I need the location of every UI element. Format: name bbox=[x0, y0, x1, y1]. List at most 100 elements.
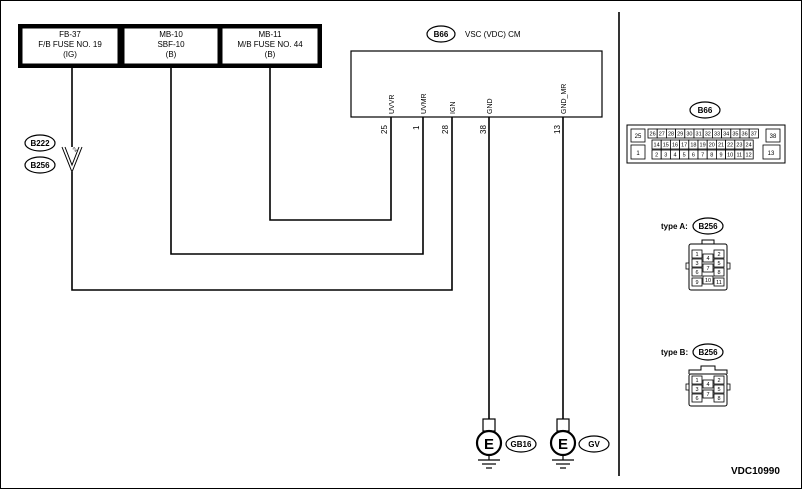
pin-number: 28 bbox=[441, 125, 450, 134]
b66-pin: 38 bbox=[770, 134, 777, 140]
module-name: VSC (VDC) CM bbox=[465, 30, 521, 39]
type-b-pin-cell bbox=[702, 389, 714, 399]
fuse-id: FB-37 bbox=[59, 30, 81, 39]
type-a-pin-cell bbox=[702, 275, 714, 285]
b66-pin-cell bbox=[748, 128, 759, 139]
pin-label: IGN bbox=[450, 102, 457, 114]
inline-connector-oval bbox=[24, 134, 56, 152]
type-a-pin-cell bbox=[702, 253, 714, 263]
module-connector-oval bbox=[426, 25, 456, 43]
ground-terminal bbox=[556, 418, 570, 432]
type-a-pin-cell bbox=[713, 258, 725, 268]
wire-mb10-pin1 bbox=[170, 68, 424, 255]
fuse-sub: (B) bbox=[265, 50, 276, 59]
fuse-name: M/B FUSE NO. 44 bbox=[237, 40, 303, 49]
fuse-block: FB-37 F/B FUSE NO. 19 (IG) MB-10 SBF-10 … bbox=[18, 24, 322, 68]
b66-pin: 21 bbox=[718, 143, 724, 149]
type-a-pin: 10 bbox=[705, 278, 711, 284]
type-a-pin: 11 bbox=[716, 280, 722, 286]
wire-mb11-pin25 bbox=[269, 68, 392, 221]
ground-gv: E GV bbox=[549, 418, 610, 469]
type-a-label: B256 bbox=[698, 222, 718, 231]
type-a-pin-cell bbox=[691, 277, 703, 287]
type-a-pin: 9 bbox=[695, 280, 698, 286]
pin-label: UVMR bbox=[421, 93, 428, 114]
type-b-pin: 3 bbox=[695, 387, 698, 393]
inline-pin-number: 2 bbox=[72, 146, 79, 153]
figure-id: VDC10990 bbox=[731, 466, 780, 477]
earth-symbol: E bbox=[558, 436, 568, 453]
type-a-pin-cell bbox=[691, 258, 703, 268]
fuse-id: MB-11 bbox=[259, 30, 283, 39]
b66-pin: 20 bbox=[709, 143, 715, 149]
type-a-pin: 6 bbox=[695, 270, 698, 276]
inline-connector: B222 B256 2 bbox=[24, 134, 83, 174]
b66-pin: 4 bbox=[673, 153, 676, 159]
type-b-label: B256 bbox=[698, 348, 718, 357]
ground-label-oval bbox=[505, 435, 537, 453]
type-a-prefix: type A: bbox=[661, 222, 688, 231]
inline-connector-label: B222 bbox=[30, 139, 50, 148]
inline-connector-label: B256 bbox=[30, 161, 50, 170]
type-b-pin: 7 bbox=[706, 392, 709, 398]
module-connector-label: B66 bbox=[434, 30, 449, 39]
fuse-name: SBF-10 bbox=[157, 40, 185, 49]
ground-gb16: E GB16 bbox=[475, 418, 537, 469]
type-a-pin: 5 bbox=[717, 261, 720, 267]
pin-number: 38 bbox=[479, 125, 488, 134]
b66-pin: 33 bbox=[714, 132, 720, 138]
b66-pin: 18 bbox=[690, 143, 696, 149]
b66-pin: 25 bbox=[635, 134, 642, 140]
type-b-label-oval bbox=[692, 343, 724, 361]
fuse-sub: (B) bbox=[166, 50, 177, 59]
b66-pin-cell bbox=[743, 149, 754, 160]
b66-pin: 31 bbox=[696, 132, 702, 138]
type-a-pin-cell bbox=[713, 277, 725, 287]
b66-pin: 36 bbox=[742, 132, 748, 138]
b66-pin: 16 bbox=[672, 143, 678, 149]
b66-pin: 6 bbox=[692, 153, 695, 159]
b66-label-oval bbox=[689, 101, 721, 119]
pin-label: GND_MR bbox=[561, 84, 568, 114]
pin-label: GND bbox=[487, 98, 494, 114]
type-a-latch bbox=[701, 239, 715, 244]
type-a-pin: 2 bbox=[717, 252, 720, 258]
type-a-pin-cell bbox=[713, 267, 725, 277]
b66-pin: 9 bbox=[719, 153, 722, 159]
b66-label: B66 bbox=[698, 106, 713, 115]
type-a-pin: 7 bbox=[706, 266, 709, 272]
b66-pin-cell bbox=[743, 139, 754, 150]
type-b-pin: 6 bbox=[695, 396, 698, 402]
type-a-pin: 4 bbox=[706, 256, 709, 262]
type-a-pin-cell bbox=[691, 249, 703, 259]
b66-pin: 17 bbox=[681, 143, 687, 149]
fuse-name: F/B FUSE NO. 19 bbox=[38, 40, 102, 49]
type-b-latch bbox=[688, 365, 728, 374]
pin-number: 13 bbox=[553, 125, 562, 134]
type-b-pin: 1 bbox=[695, 378, 698, 384]
b66-pin: 8 bbox=[710, 153, 713, 159]
type-a-pin-cell bbox=[702, 263, 714, 273]
b66-pin: 30 bbox=[686, 132, 692, 138]
b66-pin: 11 bbox=[737, 153, 743, 159]
type-b-pin: 2 bbox=[717, 378, 720, 384]
type-b-pin-cell bbox=[713, 384, 725, 394]
pin-label: UVVR bbox=[389, 95, 396, 114]
type-b-pin: 8 bbox=[717, 396, 720, 402]
b66-pin: 7 bbox=[701, 153, 704, 159]
b66-pin: 14 bbox=[654, 143, 660, 149]
ground-terminal bbox=[482, 418, 496, 432]
type-b-pin-cell bbox=[713, 375, 725, 385]
b66-pin-cell bbox=[630, 128, 646, 143]
fuse-id: MB-10 bbox=[159, 30, 183, 39]
pin-number: 1 bbox=[412, 125, 421, 130]
b66-pin: 10 bbox=[727, 153, 733, 159]
type-b-pin: 5 bbox=[717, 387, 720, 393]
